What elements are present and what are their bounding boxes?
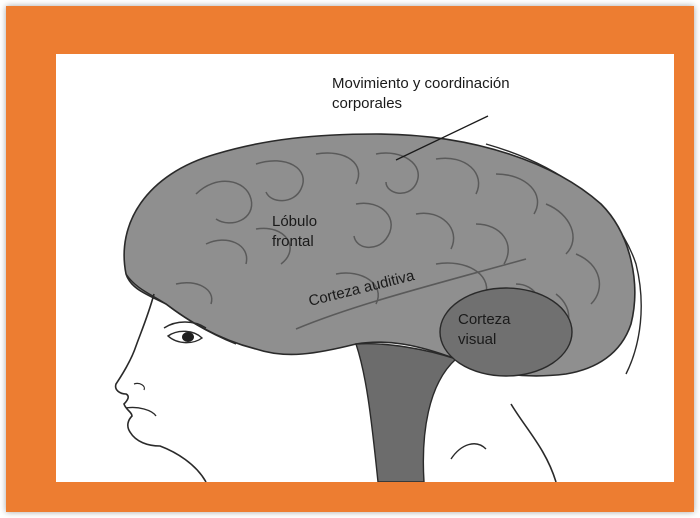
label-frontal-line2: frontal [272, 233, 314, 250]
label-movement-line2: corporales [332, 95, 402, 112]
illustration-panel: Movimiento y coordinación corporales Lób… [56, 54, 674, 482]
eye-icon [164, 322, 206, 343]
brainstem [356, 344, 456, 482]
brain-diagram: Movimiento y coordinación corporales Lób… [56, 54, 674, 482]
neck-outline [511, 404, 556, 482]
nostril [134, 383, 144, 390]
orange-frame: Movimiento y coordinación corporales Lób… [6, 6, 694, 512]
label-movement-line1: Movimiento y coordinación [332, 75, 510, 92]
label-visual-line1: Corteza [458, 311, 511, 328]
label-frontal-line1: Lóbulo [272, 213, 317, 230]
label-visual-line2: visual [458, 331, 496, 348]
ear-outline [451, 444, 486, 459]
